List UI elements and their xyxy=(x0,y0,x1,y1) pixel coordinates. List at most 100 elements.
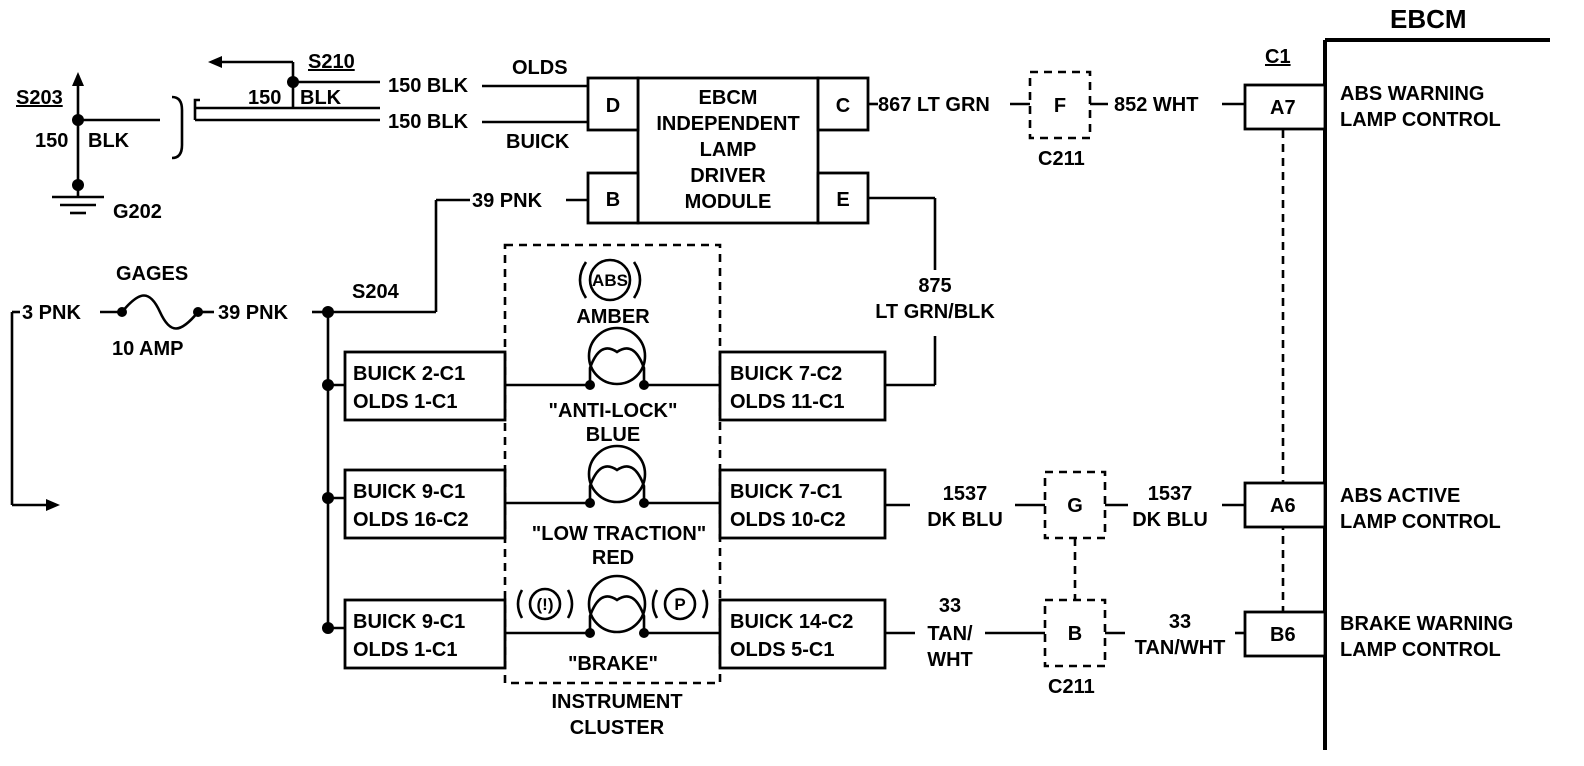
right-conn-1-line1: BUICK 7-C2 xyxy=(730,363,842,385)
brake-warning-icon: (!) xyxy=(516,587,574,621)
ebcm-title: EBCM xyxy=(1390,4,1467,34)
ebcm-pin-a7 xyxy=(1243,83,1327,131)
c211-pin-b xyxy=(1043,598,1107,668)
wire-1537-right-num: 1537 xyxy=(1148,483,1193,505)
module-pin-c-label: C xyxy=(836,95,850,117)
wire-33-left-num: 33 xyxy=(939,595,961,617)
splice-s210: S210 xyxy=(308,51,355,73)
ebcm-pin-b6-label: B6 xyxy=(1270,624,1296,646)
olds-label: OLDS xyxy=(512,57,568,79)
abs-warning-circuit: 867 LT GRN F C211 852 WHT xyxy=(868,70,1245,170)
ground-circuit: S203 150 BLK G202 150 BLK S210 150 BLK 1… xyxy=(16,51,588,223)
left-conn-1-line2: OLDS 1-C1 xyxy=(353,391,457,413)
red-label: RED xyxy=(592,547,634,569)
wire-150-vert-color: BLK xyxy=(88,130,130,152)
c211-pin-f xyxy=(1028,70,1092,140)
left-conn-3-line2: OLDS 1-C1 xyxy=(353,639,457,661)
wire-33-circuit: 33 TAN/ WHT B C211 33 TAN/WHT xyxy=(885,595,1245,698)
module-line-5: MODULE xyxy=(685,191,772,213)
wire-150-horiz: 150 xyxy=(248,87,281,109)
cluster-name-1: INSTRUMENT xyxy=(551,691,682,713)
brake-warning-label: BRAKE WARNING xyxy=(1340,613,1513,635)
module-line-3: LAMP xyxy=(700,139,757,161)
splice-s203: S203 xyxy=(16,87,63,109)
wire-875-num: 875 xyxy=(918,275,951,297)
bulb-antilock-icon xyxy=(585,326,649,390)
brake-icon-excl: (!) xyxy=(537,595,554,614)
power-feed: 3 PNK GAGES 10 AMP 39 PNK S204 39 PNK xyxy=(10,190,588,634)
arrow-right-icon xyxy=(46,499,60,511)
wire-39-pnk-b: 39 PNK xyxy=(472,190,543,212)
c211-pin-f-label: F xyxy=(1054,95,1066,117)
left-conn-2-line2: OLDS 16-C2 xyxy=(353,509,469,531)
wire-875-circuit: 875 LT GRN/BLK xyxy=(868,196,995,387)
wire-3-pnk: 3 PNK xyxy=(22,302,81,324)
parking-brake-icon: P xyxy=(651,587,709,621)
wire-33-left-wht: WHT xyxy=(927,649,973,671)
left-connectors: BUICK 2-C1 OLDS 1-C1 BUICK 9-C1 OLDS 16-… xyxy=(343,350,507,670)
ground-icon xyxy=(52,185,104,215)
wire-33-right-num: 33 xyxy=(1169,611,1191,633)
bulb-low-traction-icon xyxy=(585,444,649,508)
right-conn-2-line1: BUICK 7-C1 xyxy=(730,481,842,503)
lamp-driver-module: EBCM INDEPENDENT LAMP DRIVER MODULE D C … xyxy=(586,76,870,225)
left-conn-2 xyxy=(343,468,507,540)
c211-top: C211 xyxy=(1038,148,1085,170)
c211-pin-g-label: G xyxy=(1067,495,1083,517)
c211-bottom: C211 xyxy=(1048,676,1095,698)
brake-warning-lamp-control-label: LAMP CONTROL xyxy=(1340,639,1501,661)
blue-label: BLUE xyxy=(586,424,640,446)
wire-1537-right-color: DK BLU xyxy=(1132,509,1208,531)
abs-warning-label: ABS WARNING xyxy=(1340,83,1484,105)
wire-33-right-color: TAN/WHT xyxy=(1135,637,1226,659)
module-pin-d-label: D xyxy=(606,95,620,117)
bulb-brake-icon xyxy=(585,574,649,638)
abs-active-lamp-control-label: LAMP CONTROL xyxy=(1340,511,1501,533)
ebcm-pin-a6-label: A6 xyxy=(1270,495,1296,517)
right-conn-1-line2: OLDS 11-C1 xyxy=(730,391,844,413)
wire-39-pnk: 39 PNK xyxy=(218,302,289,324)
left-conn-3 xyxy=(343,598,507,670)
module-pin-e-label: E xyxy=(836,189,849,211)
arrow-left-icon xyxy=(208,56,222,68)
right-conn-3-line2: OLDS 5-C1 xyxy=(730,639,834,661)
abs-indicator-icon: ABS xyxy=(578,258,642,302)
ebcm-pin-a7-label: A7 xyxy=(1270,97,1296,119)
left-conn-2-line1: BUICK 9-C1 xyxy=(353,481,465,503)
abs-active-label: ABS ACTIVE xyxy=(1340,485,1460,507)
wire-150-blk-buick: 150 BLK xyxy=(388,111,469,133)
wire-150-vert: 150 xyxy=(35,130,68,152)
wire-1537-left-num: 1537 xyxy=(943,483,988,505)
c211-pin-b-label: B xyxy=(1068,623,1082,645)
wire-150-horiz-color: BLK xyxy=(300,87,342,109)
cluster-name-2: CLUSTER xyxy=(570,717,665,739)
module-pin-c xyxy=(816,76,870,132)
right-conn-3 xyxy=(718,598,887,670)
right-conn-2 xyxy=(718,468,887,540)
right-connectors: BUICK 7-C2 OLDS 11-C1 BUICK 7-C1 OLDS 10… xyxy=(718,350,887,670)
low-traction-label: "LOW TRACTION" xyxy=(532,523,707,545)
fuse-rating: 10 AMP xyxy=(112,338,184,360)
abs-warning-lamp-control-label: LAMP CONTROL xyxy=(1340,109,1501,131)
right-conn-3-line1: BUICK 14-C2 xyxy=(730,611,853,633)
right-conn-1 xyxy=(718,350,887,422)
left-conn-3-line1: BUICK 9-C1 xyxy=(353,611,465,633)
right-conn-2-line2: OLDS 10-C2 xyxy=(730,509,846,531)
brake-icon-p: P xyxy=(674,595,685,614)
ebcm-block: EBCM C1 A7 ABS WARNING LAMP CONTROL A6 A… xyxy=(1243,4,1550,750)
splice-s204: S204 xyxy=(352,281,400,303)
ebcm-connector-c1: C1 xyxy=(1265,46,1291,68)
module-pin-d xyxy=(586,76,640,132)
buick-label: BUICK xyxy=(506,131,570,153)
abs-icon-text: ABS xyxy=(592,271,628,290)
wire-867: 867 LT GRN xyxy=(878,94,990,116)
ground-g202: G202 xyxy=(113,201,162,223)
wire-150-blk-olds: 150 BLK xyxy=(388,75,469,97)
module-line-1: EBCM xyxy=(699,87,758,109)
wire-852: 852 WHT xyxy=(1114,94,1198,116)
amber-label: AMBER xyxy=(576,306,650,328)
instrument-cluster: INSTRUMENT CLUSTER ABS AMBER "ANTI-LOCK"… xyxy=(503,243,722,739)
antilock-label: "ANTI-LOCK" xyxy=(549,400,678,422)
ebcm-pin-b6 xyxy=(1243,610,1327,658)
